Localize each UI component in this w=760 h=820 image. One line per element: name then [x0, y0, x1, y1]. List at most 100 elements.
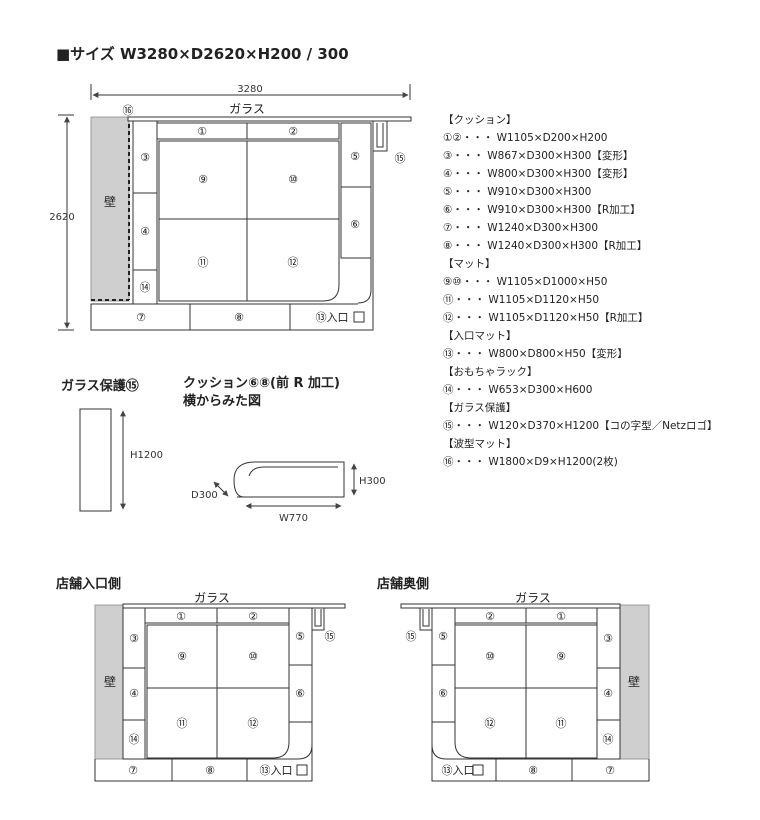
cushion-h-label: H300	[359, 476, 386, 487]
entrance-box-entrance	[296, 764, 308, 776]
label-5: ⑤	[350, 150, 360, 163]
back-wall-label: 壁	[628, 674, 640, 689]
glass-protect-h-label: H1200	[130, 450, 163, 461]
entrance-label-2: ②	[248, 610, 258, 623]
spec-line: ⑫・・・ W1105×D1120×H50【R加工】	[443, 312, 649, 324]
cushion-side-curve	[248, 466, 338, 477]
entrance-protector-15-inner	[314, 609, 322, 627]
spec-line: ①②・・・ W1105×D200×H200	[443, 132, 608, 144]
wall-block	[90, 116, 130, 302]
back-plan	[400, 603, 650, 782]
spec-line: 【入口マット】	[443, 330, 517, 342]
spec-line: ③・・・ W867×D300×H300【変形】	[443, 150, 634, 162]
main-wall-label: 壁	[104, 194, 116, 209]
back-label-7: ⑦	[605, 764, 615, 777]
back-mat-12	[454, 687, 527, 759]
label-1: ①	[197, 125, 207, 138]
spec-line: ④・・・ W800×D300×H300【変形】	[443, 168, 634, 180]
glass-panel	[127, 116, 412, 122]
glass-protect-heading: ガラス保護⑮	[61, 379, 139, 394]
spec-line: ⑥・・・ W910×D300×H300【R加工】	[443, 204, 641, 216]
back-label-14: ⑭	[603, 733, 614, 746]
entrance-label-15: ⑮	[325, 630, 336, 643]
label-13: ⑬入口	[316, 311, 349, 324]
spec-line: 【おもちゃラック】	[443, 366, 538, 378]
back-protector-15	[419, 608, 433, 631]
spec-line: 【マット】	[443, 258, 496, 270]
entrance-label-12: ⑫	[248, 717, 259, 730]
back-label-9: ⑨	[556, 650, 566, 663]
back-label-10: ⑩	[485, 650, 495, 663]
spec-line: ⑮・・・ W120×D370×H1200【コの字型／Netzロゴ】	[443, 420, 718, 432]
spec-line: ⑬・・・ W800×D800×H50【変形】	[443, 348, 628, 360]
mat-12	[246, 218, 340, 302]
back-label-3: ③	[603, 632, 613, 645]
spec-line: ⑭・・・ W653×D300×H600	[443, 384, 593, 396]
glass-protect-figure	[79, 408, 126, 512]
back-label-13: ⑬入口	[442, 764, 475, 777]
back-label-6: ⑥	[438, 687, 448, 700]
label-15: ⑮	[395, 152, 406, 165]
label-11: ⑪	[198, 256, 209, 269]
spec-line: ⑪・・・ W1105×D1120×H50	[443, 294, 600, 306]
label-4: ④	[140, 225, 150, 238]
spec-list: 【クッション】 ①②・・・ W1105×D200×H200 ③・・・ W867×D3…	[443, 111, 718, 471]
entrance-label-8: ⑧	[205, 764, 215, 777]
entrance-label-3: ③	[129, 632, 139, 645]
label-9: ⑨	[198, 173, 208, 186]
store-entrance-heading: 店舗入口側	[56, 577, 122, 592]
entrance-mat-12	[216, 687, 290, 759]
spec-line: ⑨⑩・・・ W1105×D1000×H50	[443, 276, 608, 288]
entrance-label-7: ⑦	[128, 764, 138, 777]
label-3: ③	[140, 151, 150, 164]
spec-line: 【ガラス保護】	[443, 402, 517, 414]
main-plan	[58, 84, 412, 331]
cushion-d-label: D300	[191, 490, 218, 501]
back-mat-11	[525, 687, 598, 759]
spec-line: ⑧・・・ W1240×D300×H300【R加工】	[443, 240, 648, 252]
store-back-heading: 店舗奥側	[377, 577, 430, 592]
cushion-8-curve	[341, 257, 372, 304]
entrance-label-4: ④	[129, 687, 139, 700]
cushion-w-label: W770	[279, 513, 308, 524]
entrance-wall-label: 壁	[104, 674, 116, 689]
glass-protect-box	[79, 408, 112, 512]
cushion-2	[246, 122, 340, 140]
label-7: ⑦	[136, 311, 146, 324]
cushion-side-shape	[233, 461, 345, 498]
depth-label: 2620	[49, 212, 74, 223]
label-12: ⑫	[288, 256, 299, 269]
entrance-label-5: ⑤	[295, 630, 305, 643]
label-6: ⑥	[350, 218, 360, 231]
entrance-glass	[122, 603, 346, 609]
main-glass-label: ガラス	[229, 102, 265, 116]
cushion-side-heading-line1: クッション⑥⑧(前 R 加工)	[183, 376, 340, 391]
entrance-label-14: ⑭	[129, 733, 140, 746]
page-title: ■サイズ W3280×D2620×H200 / 300	[56, 45, 349, 63]
entrance-label-9: ⑨	[177, 650, 187, 663]
entrance-label-10: ⑩	[248, 650, 258, 663]
entrance-glass-label: ガラス	[194, 591, 230, 605]
label-8: ⑧	[234, 311, 244, 324]
entrance-plan	[94, 603, 346, 782]
entrance-label-13: ⑬入口	[260, 764, 293, 777]
glass-protector-15	[372, 121, 388, 152]
spec-line: ⑯・・・ W1800×D9×H1200(2枚)	[443, 456, 618, 468]
cushion-side-figure	[213, 461, 357, 509]
back-glass-label: ガラス	[515, 591, 551, 605]
entrance-label-11: ⑪	[177, 717, 188, 730]
label-14: ⑭	[140, 281, 151, 294]
back-protector-15-inner	[422, 609, 430, 627]
back-label-11: ⑪	[556, 717, 567, 730]
entrance-protector-15	[311, 608, 325, 631]
cushion-side-heading-line2: 横からみた図	[183, 394, 262, 409]
spec-line: 【クッション】	[443, 114, 517, 126]
entrance-box-main	[353, 311, 365, 323]
back-glass	[400, 603, 621, 609]
back-curve	[431, 721, 455, 760]
cushion-side-heading: クッション⑥⑧(前 R 加工) 横からみた図	[183, 375, 340, 411]
back-label-8: ⑧	[528, 764, 538, 777]
back-label-15: ⑮	[406, 630, 417, 643]
cushion-d-arrow	[213, 481, 229, 497]
